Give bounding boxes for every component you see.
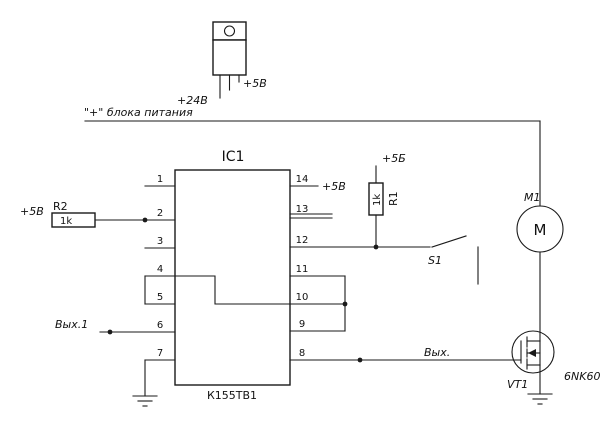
- label-5v-pin14: +5В: [322, 180, 346, 193]
- label-5v-r2: +5В: [20, 205, 44, 218]
- label-m1: M1: [524, 191, 541, 204]
- ground-symbol-left: [132, 395, 158, 407]
- mosfet-circle: [511, 330, 555, 374]
- voltage-regulator-symbol: [212, 21, 247, 99]
- ic1-body: [174, 169, 291, 386]
- ic1-part-number: К155ТВ1: [207, 389, 257, 402]
- motor-symbol: M: [534, 221, 547, 239]
- label-supply-rail: "+" блока питания: [84, 106, 193, 119]
- r2-value: 1k: [60, 216, 72, 227]
- resistor-r2-body: [51, 212, 96, 228]
- r2-ref: R2: [53, 200, 68, 213]
- r1-value: 1k: [372, 194, 383, 206]
- pin-number: 12: [296, 235, 309, 246]
- label-5v-r1: +5Б: [382, 152, 406, 165]
- pin-number: 13: [296, 204, 309, 215]
- pin-number: 2: [157, 208, 163, 219]
- ic1-name: IC1: [222, 149, 245, 165]
- junction-dot: [373, 244, 379, 250]
- mosfet-arrow: [528, 349, 536, 357]
- regulator-body: [212, 39, 247, 76]
- mosfet-vt1-symbol: [511, 330, 555, 374]
- pin-number: 1: [157, 174, 163, 185]
- label-vt1: VT1: [507, 378, 528, 391]
- regulator-mount-hole: [223, 25, 236, 37]
- junction-dot: [107, 329, 113, 335]
- label-out1: Вых.1: [55, 318, 88, 331]
- pin-number: 7: [157, 348, 163, 359]
- label-5v-regulator: +5В: [243, 77, 267, 90]
- label-out: Вых.: [424, 346, 450, 359]
- pin-number: 11: [296, 264, 309, 275]
- regulator-tab: [212, 21, 247, 41]
- pin-number: 4: [157, 264, 163, 275]
- pin-number: 6: [157, 320, 163, 331]
- switch-s1-arm: [431, 235, 467, 248]
- pin-number: 3: [157, 236, 163, 247]
- junction-dot: [142, 217, 148, 223]
- junction-dot: [357, 357, 363, 363]
- pin-number: 8: [299, 348, 305, 359]
- pin-number: 14: [296, 174, 309, 185]
- ground-symbol-right: [527, 393, 553, 405]
- r1-ref: R1: [387, 191, 400, 206]
- pin-number: 9: [299, 319, 305, 330]
- label-vt1-part: 6NK60: [564, 370, 600, 383]
- ic1-internal-line: [174, 275, 291, 305]
- pin-number: 5: [157, 292, 163, 303]
- label-24v: +24В: [177, 94, 208, 107]
- pin-number: 10: [296, 292, 309, 303]
- junction-dot: [342, 301, 348, 307]
- label-s1: S1: [428, 254, 442, 267]
